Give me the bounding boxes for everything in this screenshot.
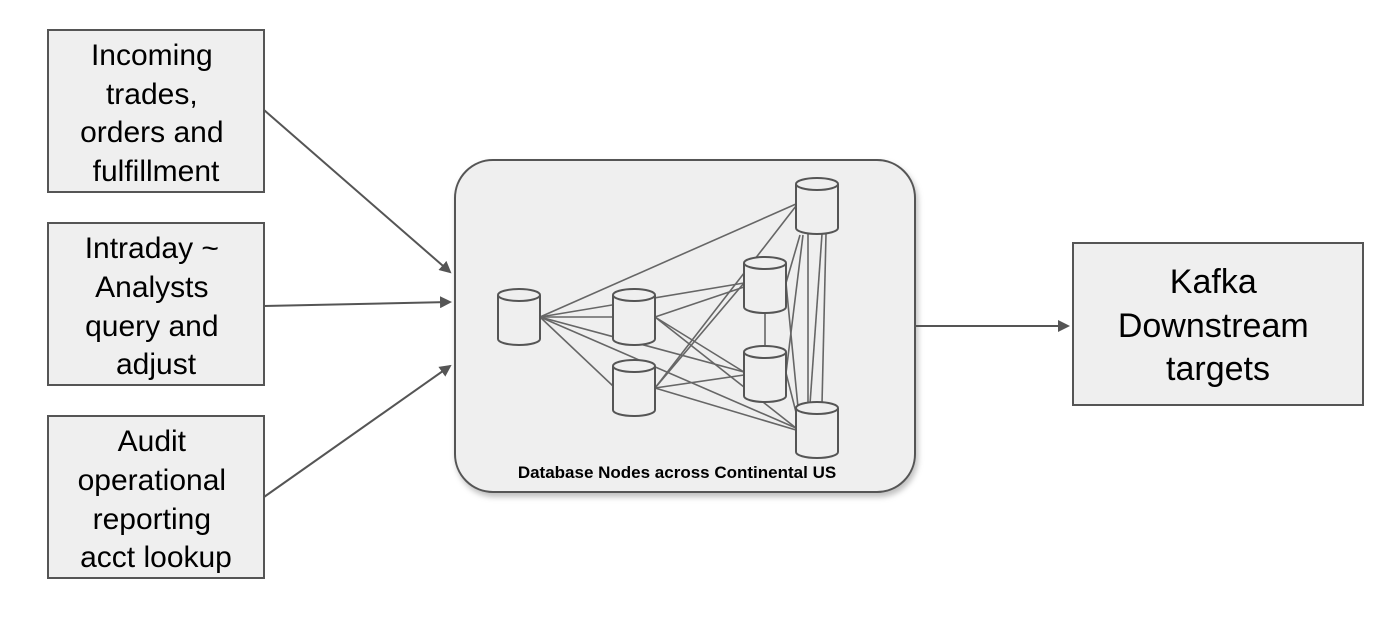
- database-cylinder-icon: [795, 177, 839, 235]
- connection-edge: [785, 234, 801, 284]
- input-line: reporting: [93, 503, 211, 536]
- cylinder-body: [743, 352, 787, 403]
- arrow-input-3-to-cluster: [263, 364, 452, 498]
- input-line: operational: [78, 464, 226, 497]
- input-line: Analysts: [95, 271, 208, 304]
- output-line: Kafka: [1170, 263, 1257, 301]
- output-line: targets: [1166, 350, 1270, 388]
- input-box-incoming-trades: Incoming trades, orders and fulfillment: [47, 29, 265, 193]
- cylinder-top: [612, 288, 656, 302]
- cylinder-body: [612, 366, 656, 417]
- input-box-text: Intraday ~ Analysts query and adjust: [85, 232, 228, 381]
- connection-edge: [654, 205, 797, 389]
- input-line: query and: [85, 310, 218, 343]
- input-box-intraday-analysts: Intraday ~ Analysts query and adjust: [47, 222, 265, 386]
- connection-edge: [821, 233, 827, 405]
- database-cylinder-icon: [795, 401, 839, 459]
- cylinder-body: [795, 184, 839, 235]
- connection-edge: [785, 234, 804, 374]
- cylinder-top: [612, 359, 656, 373]
- output-box-kafka: Kafka Downstream targets: [1072, 242, 1364, 406]
- connection-edge: [654, 387, 797, 431]
- input-box-frame: [47, 29, 265, 193]
- input-line: adjust: [116, 348, 197, 381]
- input-box-frame: [47, 222, 265, 386]
- cylinder-top: [743, 345, 787, 359]
- database-nodes: [497, 177, 839, 459]
- connection-edge: [654, 374, 745, 389]
- arrow-input-2-to-cluster: [263, 296, 452, 309]
- input-line: Incoming: [91, 39, 213, 72]
- cluster-caption: Database Nodes across Continental US: [518, 463, 836, 482]
- input-line: orders and: [80, 116, 223, 149]
- cylinder-top: [497, 288, 541, 302]
- input-box-frame: [47, 415, 265, 579]
- cylinder-body: [795, 408, 839, 459]
- output-line: Downstream: [1118, 307, 1309, 345]
- database-cylinder-icon: [743, 345, 787, 403]
- input-box-text: Incoming trades, orders and fulfillment: [80, 39, 232, 188]
- connection-edge: [539, 203, 797, 318]
- arrow-input-1-to-cluster: [263, 109, 452, 274]
- input-line: trades,: [106, 78, 198, 111]
- output-box-text: Kafka Downstream targets: [1118, 263, 1318, 388]
- input-line: acct lookup: [80, 541, 232, 574]
- input-line: Audit: [118, 425, 187, 458]
- database-cylinder-icon: [743, 256, 787, 314]
- connection-edge: [785, 282, 801, 429]
- cylinder-body: [612, 295, 656, 346]
- cylinder-top: [795, 401, 839, 415]
- connection-edge: [654, 316, 797, 429]
- database-cylinder-icon: [497, 288, 541, 346]
- database-cylinder-icon: [612, 288, 656, 346]
- database-cylinder-icon: [612, 359, 656, 417]
- input-line: Intraday ~: [85, 232, 219, 265]
- input-box-audit-reporting: Audit operational reporting acct lookup: [47, 415, 265, 579]
- cylinder-top: [743, 256, 787, 270]
- input-box-text: Audit operational reporting acct lookup: [78, 425, 235, 574]
- node-connections: [539, 203, 827, 431]
- connection-edge: [809, 233, 823, 405]
- connection-edge: [654, 282, 745, 389]
- database-cluster: Database Nodes across Continental US: [454, 159, 916, 493]
- connection-edge: [539, 316, 614, 387]
- cylinder-top: [795, 177, 839, 191]
- input-line: fulfillment: [93, 155, 220, 188]
- cylinder-body: [497, 295, 541, 346]
- output-box-frame: [1072, 242, 1364, 406]
- cylinder-body: [743, 263, 787, 314]
- connection-edge: [654, 316, 745, 373]
